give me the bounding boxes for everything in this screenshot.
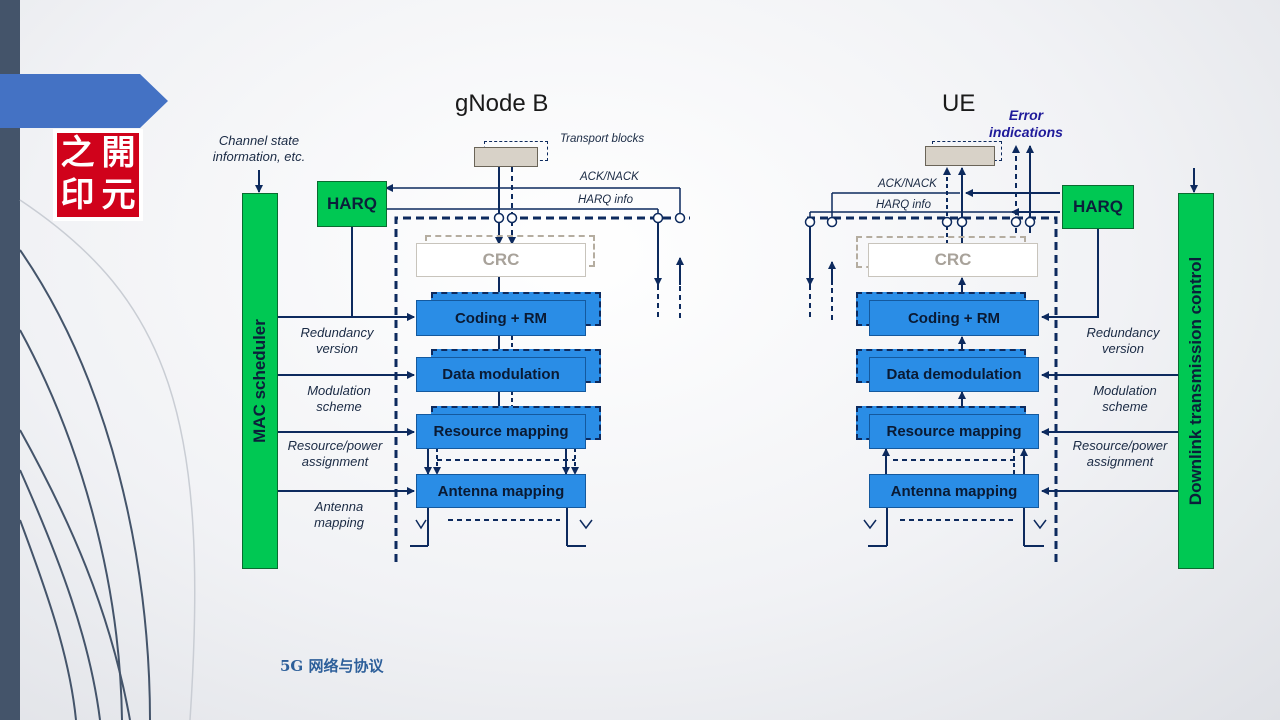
downlink-transmission-control: Downlink transmission control [1178,193,1214,569]
gnb-crc-label: CRC [482,250,520,269]
ue-data-demodulation-label: Data demodulation [886,366,1022,383]
decorative-curves [19,199,196,720]
gnb-antenna-label: Antenna mapping [314,499,364,530]
seal-char: 開 [101,133,136,173]
ue-antenna-mapping-block: Antenna mapping [869,474,1039,508]
mac-scheduler-label: MAC scheduler [250,319,269,443]
ue-transport-block [925,146,995,166]
channel-state-label: Channel state information, etc. [212,133,306,164]
gnb-resource-mapping-block: Resource mapping [416,414,586,449]
ue-redundancy-label: Redundancy version [1086,325,1160,356]
seal-char: 印 [60,175,95,215]
ue-resource-power-label: Resource/power assignment [1072,438,1168,469]
footer-course-title: 5G 网络与协议 [280,657,384,675]
title-arrow-banner [0,74,168,128]
ue-resource-mapping-label: Resource mapping [886,423,1022,440]
ue-crc-block: CRC [868,243,1038,277]
ue-harq-label: HARQ [1072,197,1124,216]
ue-title: UE [942,90,976,117]
ue-modulation-label: Modulation scheme [1093,383,1157,414]
ue-resource-mapping-block: Resource mapping [869,414,1039,449]
gnb-antenna-mapping-label: Antenna mapping [437,482,565,500]
transport-blocks-label: Transport blocks [560,133,645,145]
gnb-harq-block: HARQ [317,181,387,227]
gnb-redundancy-label: Redundancy version [300,325,374,356]
left-accent-bar [0,0,20,720]
gnb-antenna-mapping-block: Antenna mapping [416,474,586,508]
error-indications-label: Error indications [989,107,1063,140]
ue-ack-nack-label: ACK/NACK [878,178,937,190]
ue-coding-rm-block: Coding + RM [869,300,1039,336]
gnb-data-modulation-block: Data modulation [416,357,586,392]
gnb-harq-info-label: HARQ info [578,194,633,206]
gnb-modulation-label: Modulation scheme [307,383,371,414]
seal-logo: 之 開 印 元 [53,129,143,221]
gnb-title: gNode B [455,90,549,117]
gnb-crc-block: CRC [416,243,586,277]
gnb-coding-rm-block: Coding + RM [416,300,586,336]
ue-data-demodulation-block: Data demodulation [869,357,1039,392]
ue-antenna-mapping-label: Antenna mapping [890,482,1018,500]
mac-scheduler: MAC scheduler [242,193,278,569]
seal-char: 元 [101,175,136,215]
ue-harq-info-label: HARQ info [876,199,931,211]
gnb-resource-mapping-label: Resource mapping [433,423,569,440]
seal-char: 之 [60,133,95,173]
ue-coding-rm-label: Coding + RM [907,309,1001,327]
gnb-resource-power-label: Resource/power assignment [287,438,383,469]
transport-block [474,147,538,167]
downlink-control-label: Downlink transmission control [1186,256,1205,506]
gnb-data-modulation-label: Data modulation [442,366,560,383]
ue-crc-label: CRC [934,250,972,269]
gnb-ack-nack-label: ACK/NACK [580,171,639,183]
gnb-coding-rm-label: Coding + RM [454,309,548,327]
gnb-harq-label: HARQ [326,194,378,213]
ue-harq-block: HARQ [1062,185,1134,229]
